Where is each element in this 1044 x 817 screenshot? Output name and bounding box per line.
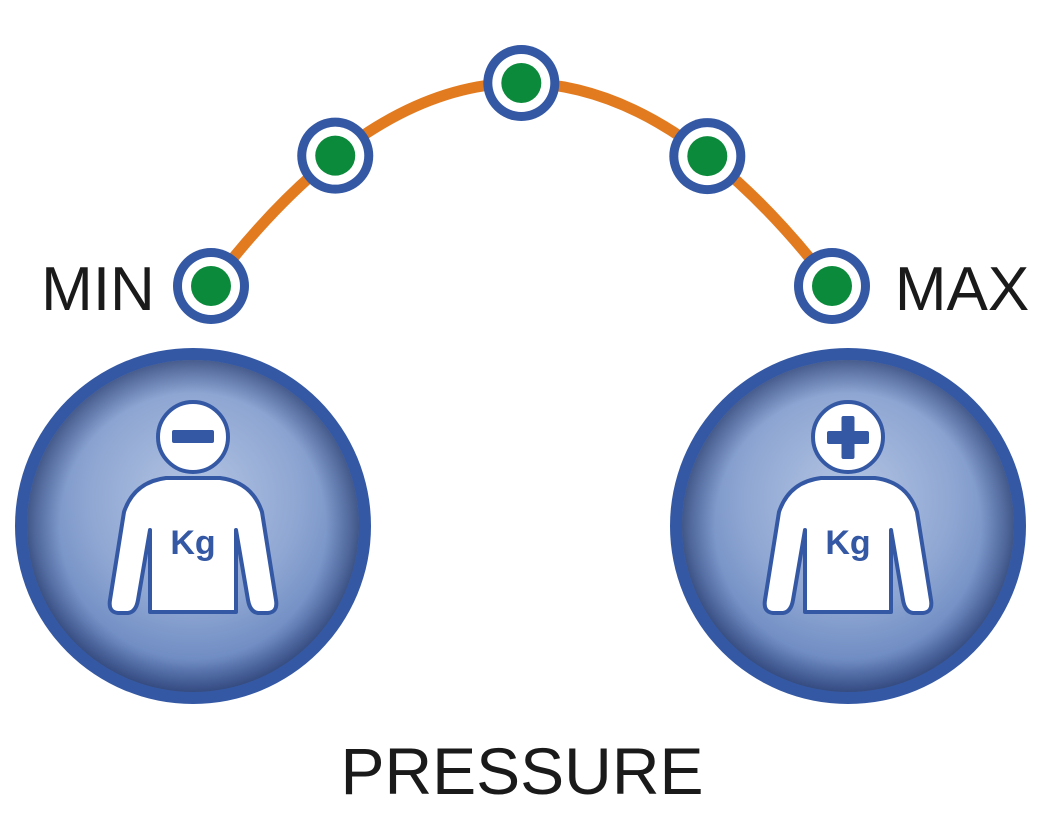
pressure-level-indicator	[794, 248, 870, 324]
pressure-level-indicator	[483, 45, 560, 122]
plus-icon	[827, 416, 869, 459]
max-label: MAX	[895, 255, 1029, 324]
pressure-level-indicators	[173, 45, 870, 324]
pressure-level-indicator	[669, 118, 746, 195]
pressure-title: PRESSURE	[340, 734, 703, 808]
indicator-light	[315, 135, 356, 176]
indicator-light	[812, 266, 852, 306]
indicator-light	[191, 266, 231, 306]
min-label: MIN	[41, 255, 155, 324]
increase-unit-label: Kg	[825, 524, 870, 562]
pressure-level-indicator	[173, 248, 249, 324]
indicator-light	[687, 136, 728, 177]
decrease-unit-label: Kg	[170, 524, 215, 562]
increase-pressure-button[interactable]: Kg	[670, 348, 1026, 704]
pressure-level-indicator	[297, 117, 374, 194]
indicator-light	[501, 63, 542, 104]
decrease-pressure-button[interactable]: Kg	[15, 348, 371, 704]
minus-icon	[172, 430, 214, 443]
